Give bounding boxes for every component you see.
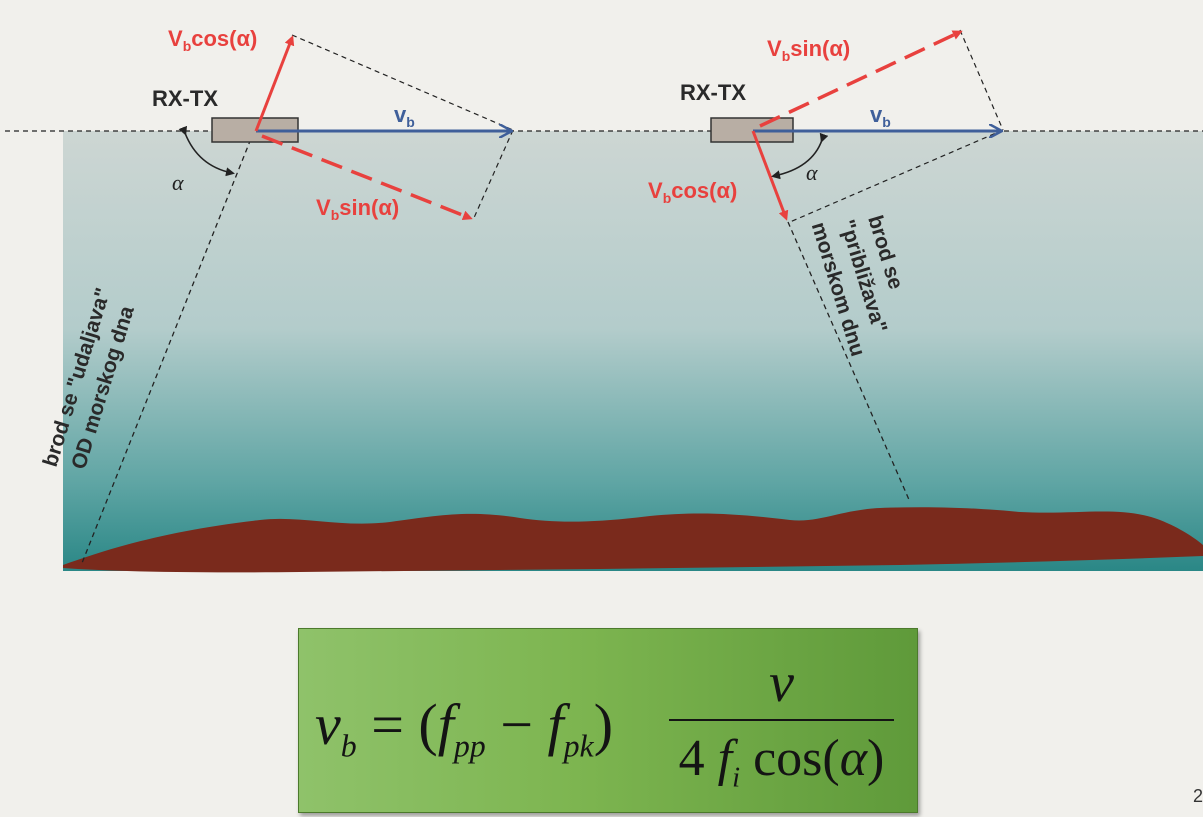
right-sin-arrow (759, 30, 963, 128)
left-angle-arc (178, 125, 235, 177)
left-device-label: RX-TX (152, 86, 218, 111)
left-sin-arrow (261, 134, 473, 221)
right-panel (710, 29, 1004, 503)
right-angle-arc (771, 132, 829, 180)
doppler-formula: vb = (fpp − fpk) v 4 fi cos(α) (299, 629, 917, 812)
left-construction-line-2 (472, 129, 514, 221)
left-angle-label: α (172, 170, 184, 195)
right-device-label: RX-TX (680, 80, 746, 105)
right-construction-line-2 (789, 129, 1004, 223)
seabed (63, 507, 1203, 573)
left-construction-line-1 (291, 34, 514, 131)
right-beam-line (787, 221, 911, 503)
right-cos-arrow (751, 130, 789, 221)
right-cos-label: Vbcos(α) (648, 178, 737, 206)
fraction-bar (669, 719, 894, 721)
right-sin-label: Vbsin(α) (767, 36, 850, 64)
page-number: 2 (1193, 786, 1203, 806)
formula-lhs: vb = (fpp − fpk) (315, 692, 614, 764)
right-angle-label: α (806, 160, 818, 185)
right-velocity-label: vb (870, 102, 891, 130)
left-cos-arrow (254, 35, 295, 132)
water-region (63, 131, 1203, 571)
right-construction-line-1 (959, 29, 1004, 131)
left-beam-line (81, 130, 255, 564)
left-panel (81, 34, 514, 564)
formula-box: vb = (fpp − fpk) v 4 fi cos(α) (298, 628, 918, 813)
left-velocity-label: vb (394, 102, 415, 130)
formula-numerator: v (769, 652, 794, 714)
left-cos-label: Vbcos(α) (168, 26, 257, 54)
left-sin-label: Vbsin(α) (316, 195, 399, 223)
formula-denominator: 4 fi cos(α) (678, 730, 885, 794)
